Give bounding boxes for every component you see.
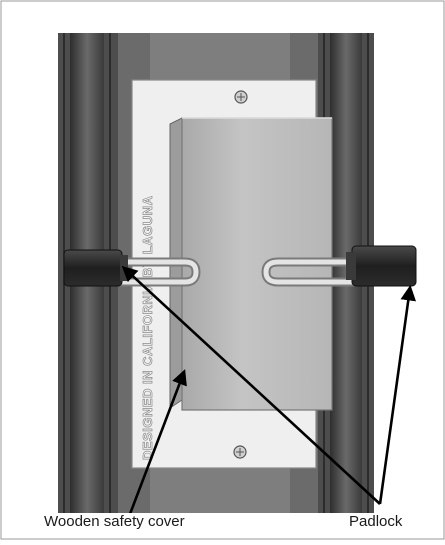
callout-arrows xyxy=(121,265,417,515)
arrow-to-right-padlock xyxy=(378,284,417,505)
padlock-label: Padlock xyxy=(349,513,403,531)
embossed-brand-text: DESIGNED IN CALIFORNIA BY LAGUNA xyxy=(140,195,155,460)
arrow-to-cover xyxy=(128,369,187,515)
left-padlock xyxy=(63,249,201,287)
wooden-safety-cover-label: Wooden safety cover xyxy=(44,513,185,531)
right-padlock xyxy=(261,245,417,287)
arrow-to-left-padlock xyxy=(121,265,381,505)
